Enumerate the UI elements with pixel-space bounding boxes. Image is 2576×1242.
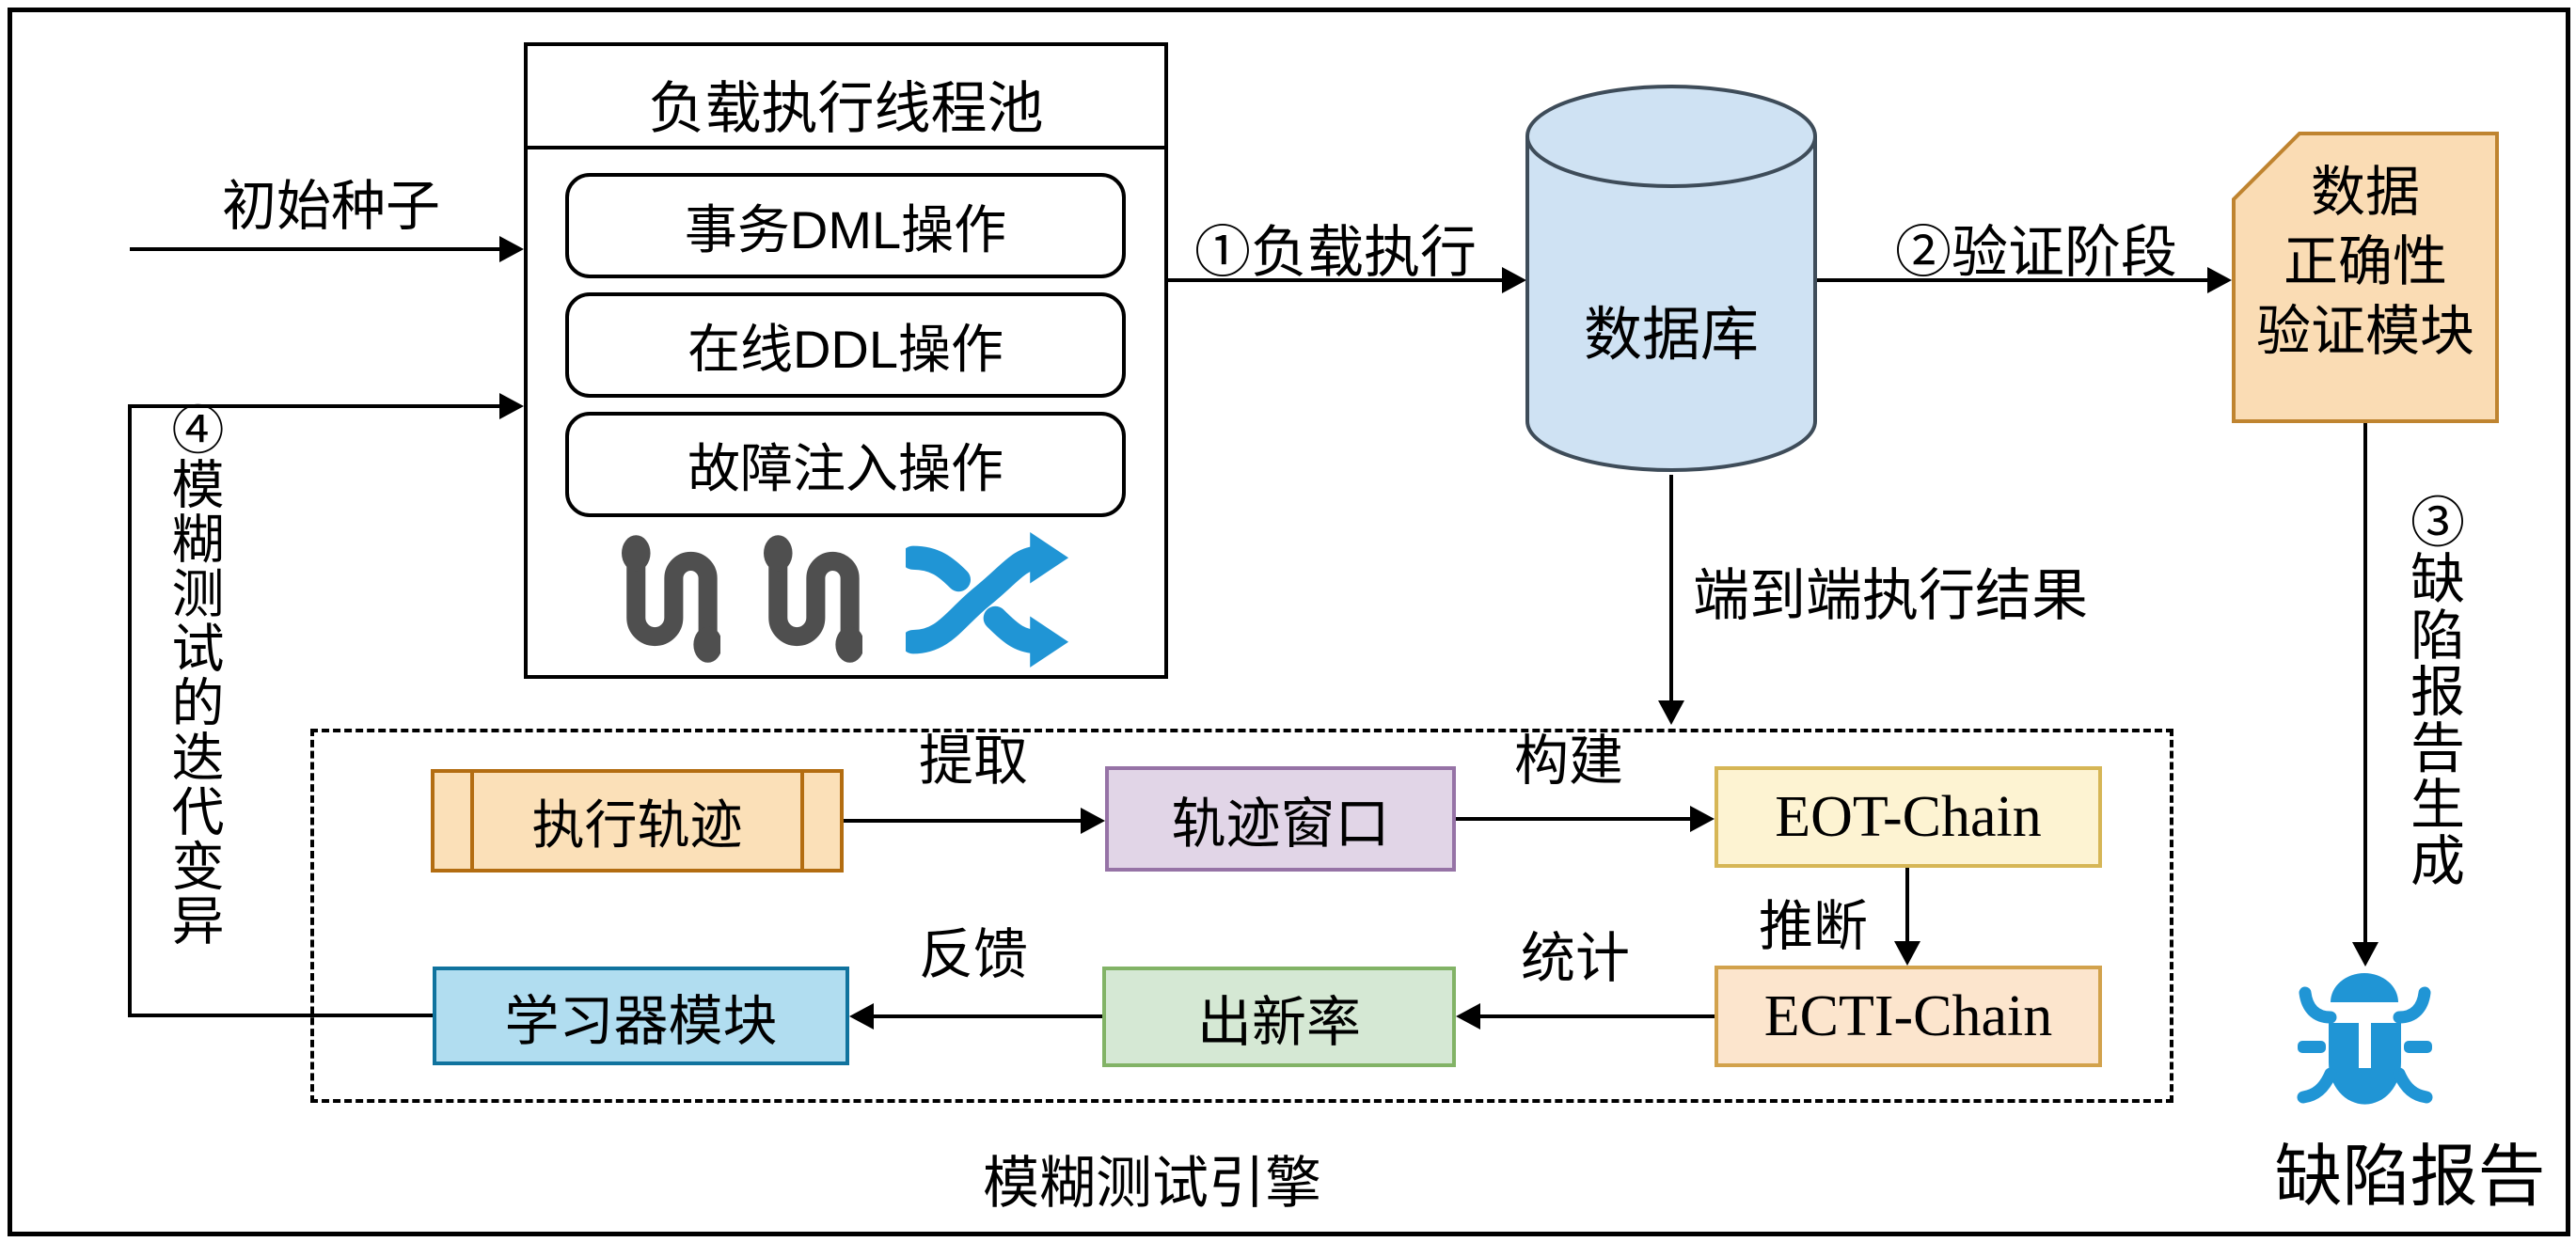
arrow-extract bbox=[844, 819, 1083, 823]
verify-module-line1: 数据 bbox=[2310, 162, 2420, 223]
feedback-label: 反馈 bbox=[918, 924, 1028, 985]
step1-label: ①负载执行 bbox=[1194, 221, 1477, 284]
node-ecti-chain: ECTI-Chain bbox=[1715, 966, 2102, 1067]
node-novelty-rate-label: 出新率 bbox=[1196, 991, 1361, 1053]
node-learner-module-label: 学习器模块 bbox=[504, 990, 778, 1052]
build-label: 构建 bbox=[1513, 731, 1623, 792]
thread-pool-divider bbox=[528, 146, 1164, 149]
arrowhead-feedback-seg bbox=[849, 1003, 874, 1030]
verify-module-line3: 验证模块 bbox=[2255, 301, 2474, 362]
route-icon bbox=[764, 534, 862, 663]
arrow-step1 bbox=[1168, 278, 1504, 282]
thread-pool-box: 负载执行线程池 事务DML操作 在线DDL操作 故障注入操作 bbox=[524, 42, 1168, 679]
trace-left-bar bbox=[470, 773, 474, 869]
e2e-result-label: 端到端执行结果 bbox=[1693, 564, 2088, 627]
thread-pool-icons bbox=[528, 521, 1164, 676]
arrowhead-infer bbox=[1894, 941, 1920, 966]
shuffle-icon bbox=[906, 531, 1069, 668]
fuzz-engine-title: 模糊测试引擎 bbox=[983, 1152, 1321, 1215]
arrow-stat bbox=[1480, 1014, 1715, 1018]
node-ecti-chain-label: ECTI-Chain bbox=[1763, 983, 2053, 1048]
verify-module-line2: 正确性 bbox=[2283, 231, 2447, 292]
arrow-step2 bbox=[1817, 278, 2209, 282]
thread-pool-item-dml: 事务DML操作 bbox=[565, 173, 1126, 278]
arrowhead-step3 bbox=[2352, 942, 2378, 967]
arrow-feedback-bottom bbox=[128, 1014, 435, 1017]
step4-vertical-label: ④模糊测试的迭代变异 bbox=[165, 402, 224, 948]
thread-pool-item-fault: 故障注入操作 bbox=[565, 412, 1126, 517]
defect-report-label: 缺陷报告 bbox=[2274, 1140, 2546, 1215]
verify-module-note bbox=[2232, 132, 2499, 423]
arrow-feedback-vertical bbox=[128, 404, 132, 1017]
arrowhead-extract bbox=[1081, 808, 1105, 834]
arrowhead-feedback bbox=[499, 393, 524, 419]
fuzz-engine-box bbox=[310, 729, 2173, 1103]
arrowhead-build bbox=[1690, 806, 1715, 832]
verify-module-label: 数据 正确性 验证模块 bbox=[2232, 158, 2499, 367]
node-eot-chain: EOT-Chain bbox=[1715, 766, 2102, 868]
trace-right-bar bbox=[800, 773, 804, 869]
arrowhead-e2e bbox=[1658, 700, 1684, 725]
initial-seed-label: 初始种子 bbox=[221, 176, 440, 237]
node-novelty-rate: 出新率 bbox=[1102, 967, 1456, 1067]
arrowhead-step1 bbox=[1502, 267, 1526, 293]
node-exec-trace-label: 执行轨迹 bbox=[531, 794, 743, 855]
database-cylinder bbox=[1525, 85, 1817, 472]
thread-pool-title: 负载执行线程池 bbox=[648, 77, 1044, 140]
stat-label: 统计 bbox=[1520, 928, 1630, 989]
node-exec-trace: 执行轨迹 bbox=[431, 769, 844, 873]
outer-border bbox=[8, 8, 2570, 1236]
node-trace-window: 轨迹窗口 bbox=[1105, 766, 1456, 872]
arrowhead-initial-seed bbox=[499, 236, 524, 262]
bug-icon bbox=[2297, 973, 2433, 1105]
database-label: 数据库 bbox=[1583, 303, 1759, 368]
arrowhead-stat bbox=[1456, 1003, 1480, 1030]
arrow-e2e bbox=[1669, 475, 1673, 702]
step3-vertical-label: ③缺陷报告生成 bbox=[2402, 494, 2463, 888]
extract-label: 提取 bbox=[918, 731, 1028, 792]
route-icon bbox=[622, 534, 720, 663]
node-eot-chain-label: EOT-Chain bbox=[1775, 784, 2042, 849]
arrow-step3 bbox=[2363, 423, 2367, 948]
arrow-infer bbox=[1905, 868, 1909, 943]
arrow-initial-seed bbox=[130, 247, 501, 251]
thread-pool-item-ddl: 在线DDL操作 bbox=[565, 292, 1126, 398]
node-trace-window-label: 轨迹窗口 bbox=[1171, 794, 1390, 855]
arrow-feedback-top bbox=[128, 404, 501, 408]
node-learner-module: 学习器模块 bbox=[433, 967, 849, 1065]
step2-label: ②验证阶段 bbox=[1895, 221, 2177, 284]
arrowhead-step2 bbox=[2207, 267, 2232, 293]
arrow-build bbox=[1456, 817, 1692, 821]
arrow-feedback-label-seg bbox=[874, 1014, 1102, 1018]
infer-label: 推断 bbox=[1758, 896, 1868, 957]
